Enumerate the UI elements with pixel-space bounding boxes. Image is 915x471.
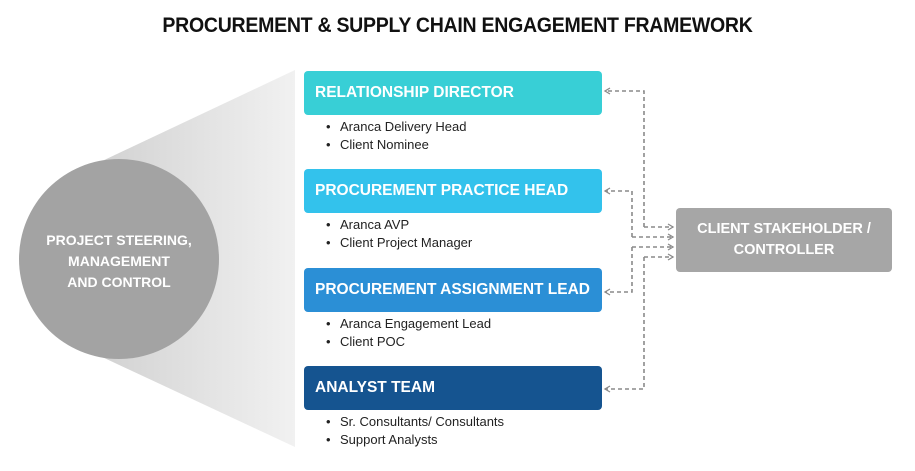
connector-relationship-director (603, 87, 645, 227)
role-title: RELATIONSHIP DIRECTOR (315, 84, 514, 101)
member-item: Client Nominee (322, 136, 612, 154)
connector-practice-head (603, 187, 633, 237)
role-title: ANALYST TEAM (315, 379, 435, 396)
hub-label-line: MANAGEMENT (68, 253, 170, 269)
role-box-relationship-director: RELATIONSHIP DIRECTOR (304, 71, 602, 115)
page-title: PROCUREMENT & SUPPLY CHAIN ENGAGEMENT FR… (162, 14, 753, 37)
member-item: Aranca AVP (322, 216, 612, 234)
role-box-procurement-assignment-lead: PROCUREMENT ASSIGNMENT LEAD (304, 268, 602, 312)
hub-label-line: AND CONTROL (67, 274, 171, 290)
hub-label-line: PROJECT STEERING, (46, 232, 192, 248)
member-item: Aranca Engagement Lead (322, 315, 612, 333)
role-members-list: Aranca Engagement Lead Client POC (322, 315, 612, 351)
role-members-list: Sr. Consultants/ Consultants Support Ana… (322, 413, 612, 449)
connector-assignment-lead (603, 247, 633, 296)
role-members-list: Aranca AVP Client Project Manager (322, 216, 612, 252)
role-box-analyst-team: ANALYST TEAM (304, 366, 602, 410)
role-title: PROCUREMENT ASSIGNMENT LEAD (315, 281, 590, 298)
member-item: Support Analysts (322, 431, 612, 449)
role-box-procurement-practice-head: PROCUREMENT PRACTICE HEAD (304, 169, 602, 213)
hub-circle (19, 159, 219, 359)
connector-analyst-team (603, 257, 645, 393)
member-item: Sr. Consultants/ Consultants (322, 413, 612, 431)
connector-group (603, 87, 675, 393)
client-label-line: CLIENT STAKEHOLDER / (697, 221, 871, 237)
member-item: Client Project Manager (322, 234, 612, 252)
client-stakeholder-box: CLIENT STAKEHOLDER / CONTROLLER (676, 208, 892, 272)
hub-label: PROJECT STEERING, MANAGEMENT AND CONTROL (19, 230, 219, 293)
role-title: PROCUREMENT PRACTICE HEAD (315, 182, 569, 199)
role-members-list: Aranca Delivery Head Client Nominee (322, 118, 612, 154)
member-item: Client POC (322, 333, 612, 351)
member-item: Aranca Delivery Head (322, 118, 612, 136)
client-label-line: CONTROLLER (733, 242, 835, 258)
